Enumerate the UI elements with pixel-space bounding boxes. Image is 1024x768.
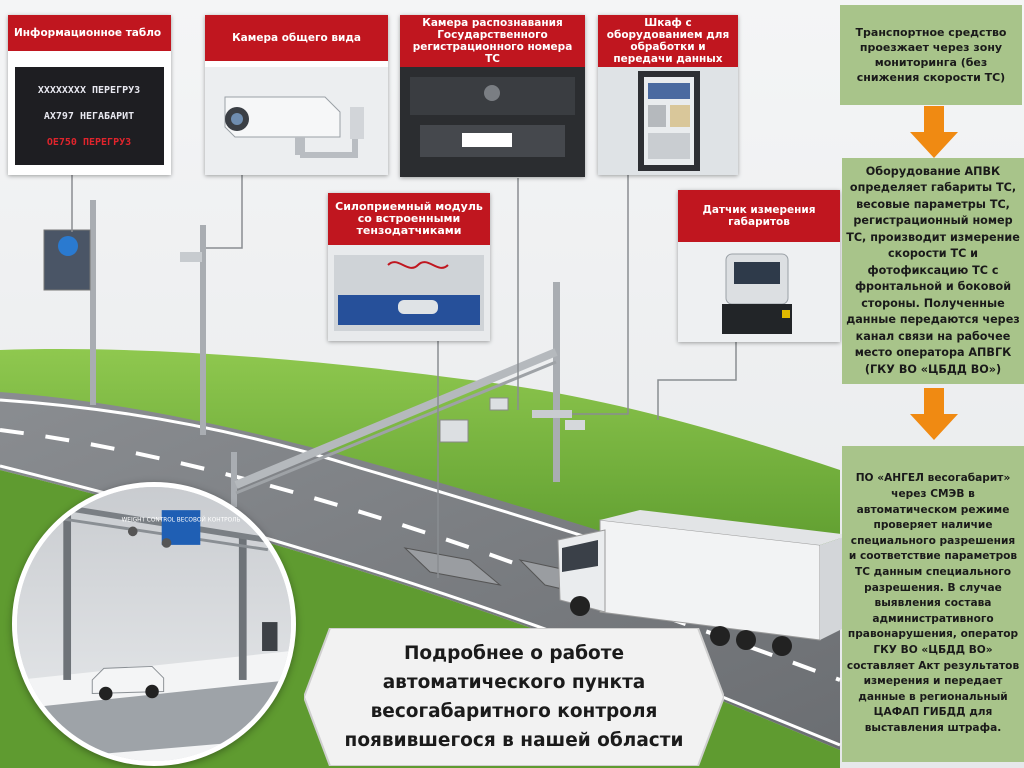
wim-module-title: Силоприемный модуль со встроенными тензо… bbox=[328, 193, 490, 245]
gantry-photo: WEIGHT CONTROL ВЕСОВОЙ КОНТРОЛЬ bbox=[12, 482, 296, 766]
flow-step-3: ПО «АНГЕЛ весогабарит» через СМЭВ в авто… bbox=[842, 446, 1024, 762]
info-board-card: Информационное табло ХХХХХХХХ ПЕРЕГРУЗ А… bbox=[8, 15, 171, 175]
wim-photo bbox=[328, 245, 490, 341]
overview-camera-card: Камера общего вида bbox=[205, 15, 388, 175]
display-line-3: ОЕ750 ПЕРЕГРУЗ bbox=[47, 137, 131, 148]
wim-module-card: Силоприемный модуль со встроенными тензо… bbox=[328, 193, 490, 341]
info-board-title: Информационное табло bbox=[8, 15, 171, 51]
camera-photo bbox=[205, 67, 388, 175]
info-board-display: ХХХХХХХХ ПЕРЕГРУЗ АХ797 НЕГАБАРИТ ОЕ750 … bbox=[15, 67, 164, 165]
overview-camera-title: Камера общего вида bbox=[205, 15, 388, 61]
more-info-banner[interactable]: Подробнее о работе автоматического пункт… bbox=[304, 628, 724, 766]
sensor-photo bbox=[678, 242, 840, 342]
down-arrow-icon bbox=[910, 388, 958, 440]
equipment-cabinet-title: Шкаф с оборудованием для обработки и пер… bbox=[598, 15, 738, 67]
display-line-2: АХ797 НЕГАБАРИТ bbox=[44, 111, 134, 122]
dimension-sensor-title: Датчик измерения габаритов bbox=[678, 190, 840, 242]
anpr-camera-card: Камера распознавания Государственного ре… bbox=[400, 15, 585, 177]
flow-step-1: Транспортное средство проезжает через зо… bbox=[840, 5, 1022, 105]
banner-text: Подробнее о работе автоматического пункт… bbox=[344, 643, 684, 751]
photo-sign-text: WEIGHT CONTROL ВЕСОВОЙ КОНТРОЛЬ bbox=[122, 517, 241, 524]
down-arrow-icon bbox=[910, 106, 958, 158]
flow-step-2: Оборудование АПВК определяет габариты ТС… bbox=[842, 158, 1024, 384]
anpr-photo bbox=[400, 67, 585, 177]
anpr-camera-title: Камера распознавания Государственного ре… bbox=[400, 15, 585, 67]
cabinet-photo bbox=[598, 67, 738, 175]
equipment-cabinet-card: Шкаф с оборудованием для обработки и пер… bbox=[598, 15, 738, 175]
display-line-1: ХХХХХХХХ ПЕРЕГРУЗ bbox=[38, 85, 140, 96]
dimension-sensor-card: Датчик измерения габаритов bbox=[678, 190, 840, 342]
banner-shape bbox=[304, 628, 724, 766]
